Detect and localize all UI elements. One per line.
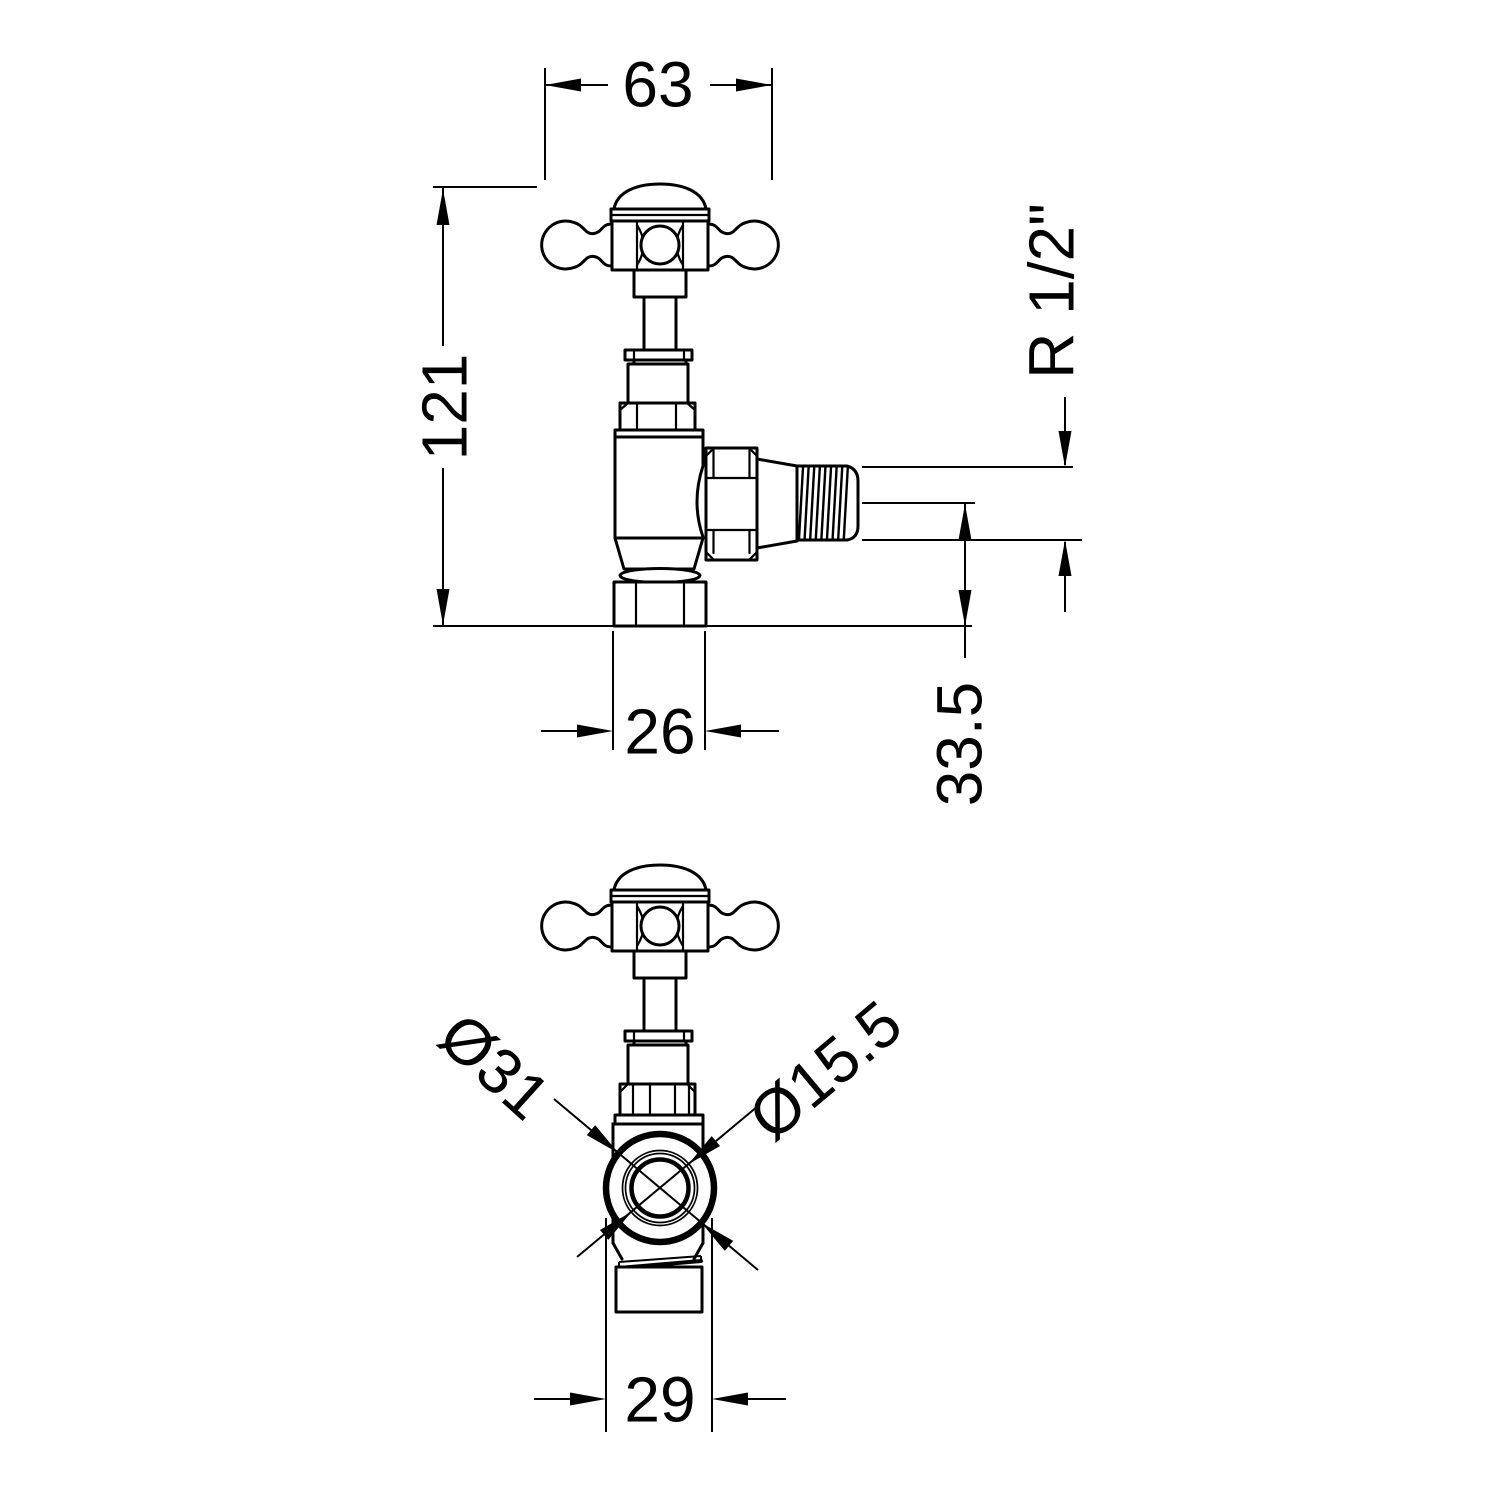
front-elevation-view: Ø31 Ø15.5 29 — [426, 865, 915, 1435]
tail-nut-front — [614, 1265, 704, 1314]
dim-label-center-to-base: 33.5 — [923, 682, 995, 807]
dimension-front-width: 29 — [534, 1218, 786, 1435]
dimension-union-diameter: Ø31 — [426, 999, 759, 1271]
tail-nut-side — [612, 580, 708, 628]
body-taper-side — [613, 536, 705, 571]
dimension-center-to-base: 33.5 — [923, 504, 995, 806]
arrow-down-icon — [1058, 431, 1072, 467]
pipe-neck — [755, 457, 799, 550]
arrow-up-icon — [436, 189, 450, 225]
arrow-down-icon — [958, 590, 972, 626]
union-nut-side — [704, 446, 759, 562]
dim-label-handle-width: 63 — [622, 48, 693, 120]
dim-label-thread-size: R 1/2" — [1015, 203, 1087, 379]
chamfer-ring-outer — [621, 1149, 699, 1227]
arrow-right-icon — [577, 724, 613, 738]
dimension-tail-nut-width: 26 — [541, 631, 779, 767]
arrow-up-icon — [958, 504, 972, 540]
dim-label-overall-height: 121 — [408, 354, 480, 461]
dimension-handle-width: 63 — [544, 48, 773, 180]
gland-hex-nut-side — [618, 401, 697, 432]
handle-assembly-front — [542, 865, 779, 1084]
dim-label-union-diameter: Ø31 — [426, 999, 564, 1133]
base-flange-side — [618, 567, 702, 584]
arrow-down-icon — [436, 589, 450, 625]
arrow-up-icon — [1058, 540, 1072, 576]
dimension-thread-size: R 1/2" — [862, 203, 1087, 612]
chamfer-ring-inner — [624, 1152, 696, 1224]
dim-label-bore-diameter: Ø15.5 — [735, 987, 915, 1154]
gland-hex-nut-front — [618, 1082, 697, 1117]
arrow-right-icon — [570, 1392, 606, 1406]
threaded-pipe — [795, 464, 860, 542]
arrow-left-icon — [545, 78, 581, 92]
handle-assembly-side — [542, 184, 779, 403]
dim-label-tail-nut-width: 26 — [624, 695, 695, 767]
dimension-overall-height: 121 — [408, 186, 537, 625]
side-elevation-view: 63 121 R 1/2" 33.5 — [408, 48, 1087, 806]
valve-body-side — [613, 435, 705, 540]
arrow-left-icon — [705, 724, 741, 738]
arrow-right-icon — [736, 78, 772, 92]
dim-label-front-width: 29 — [624, 1363, 695, 1435]
arrow-left-icon — [712, 1392, 748, 1406]
